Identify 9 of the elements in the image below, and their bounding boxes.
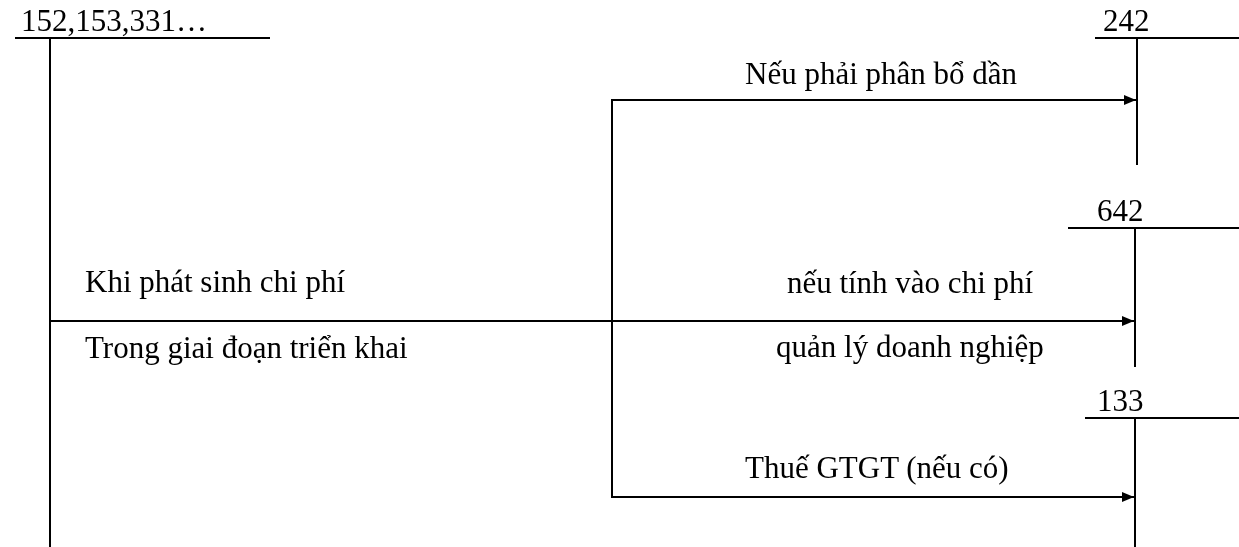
account-number: 242 [1103,5,1150,37]
edge-label: Thuế GTGT (nếu có) [745,450,1010,486]
entry-note: Trong giai đoạn triển khai [85,330,408,366]
account-number: 642 [1097,195,1144,227]
entry-note: Khi phát sinh chi phí [85,264,346,300]
account-number: 133 [1097,385,1144,417]
account-number: 152,153,331… [21,5,207,37]
edge-label: Nếu phải phân bổ dần [745,56,1019,92]
edge-label: nếu tính vào chi phí quản lý doanh nghiệp [775,264,1045,366]
